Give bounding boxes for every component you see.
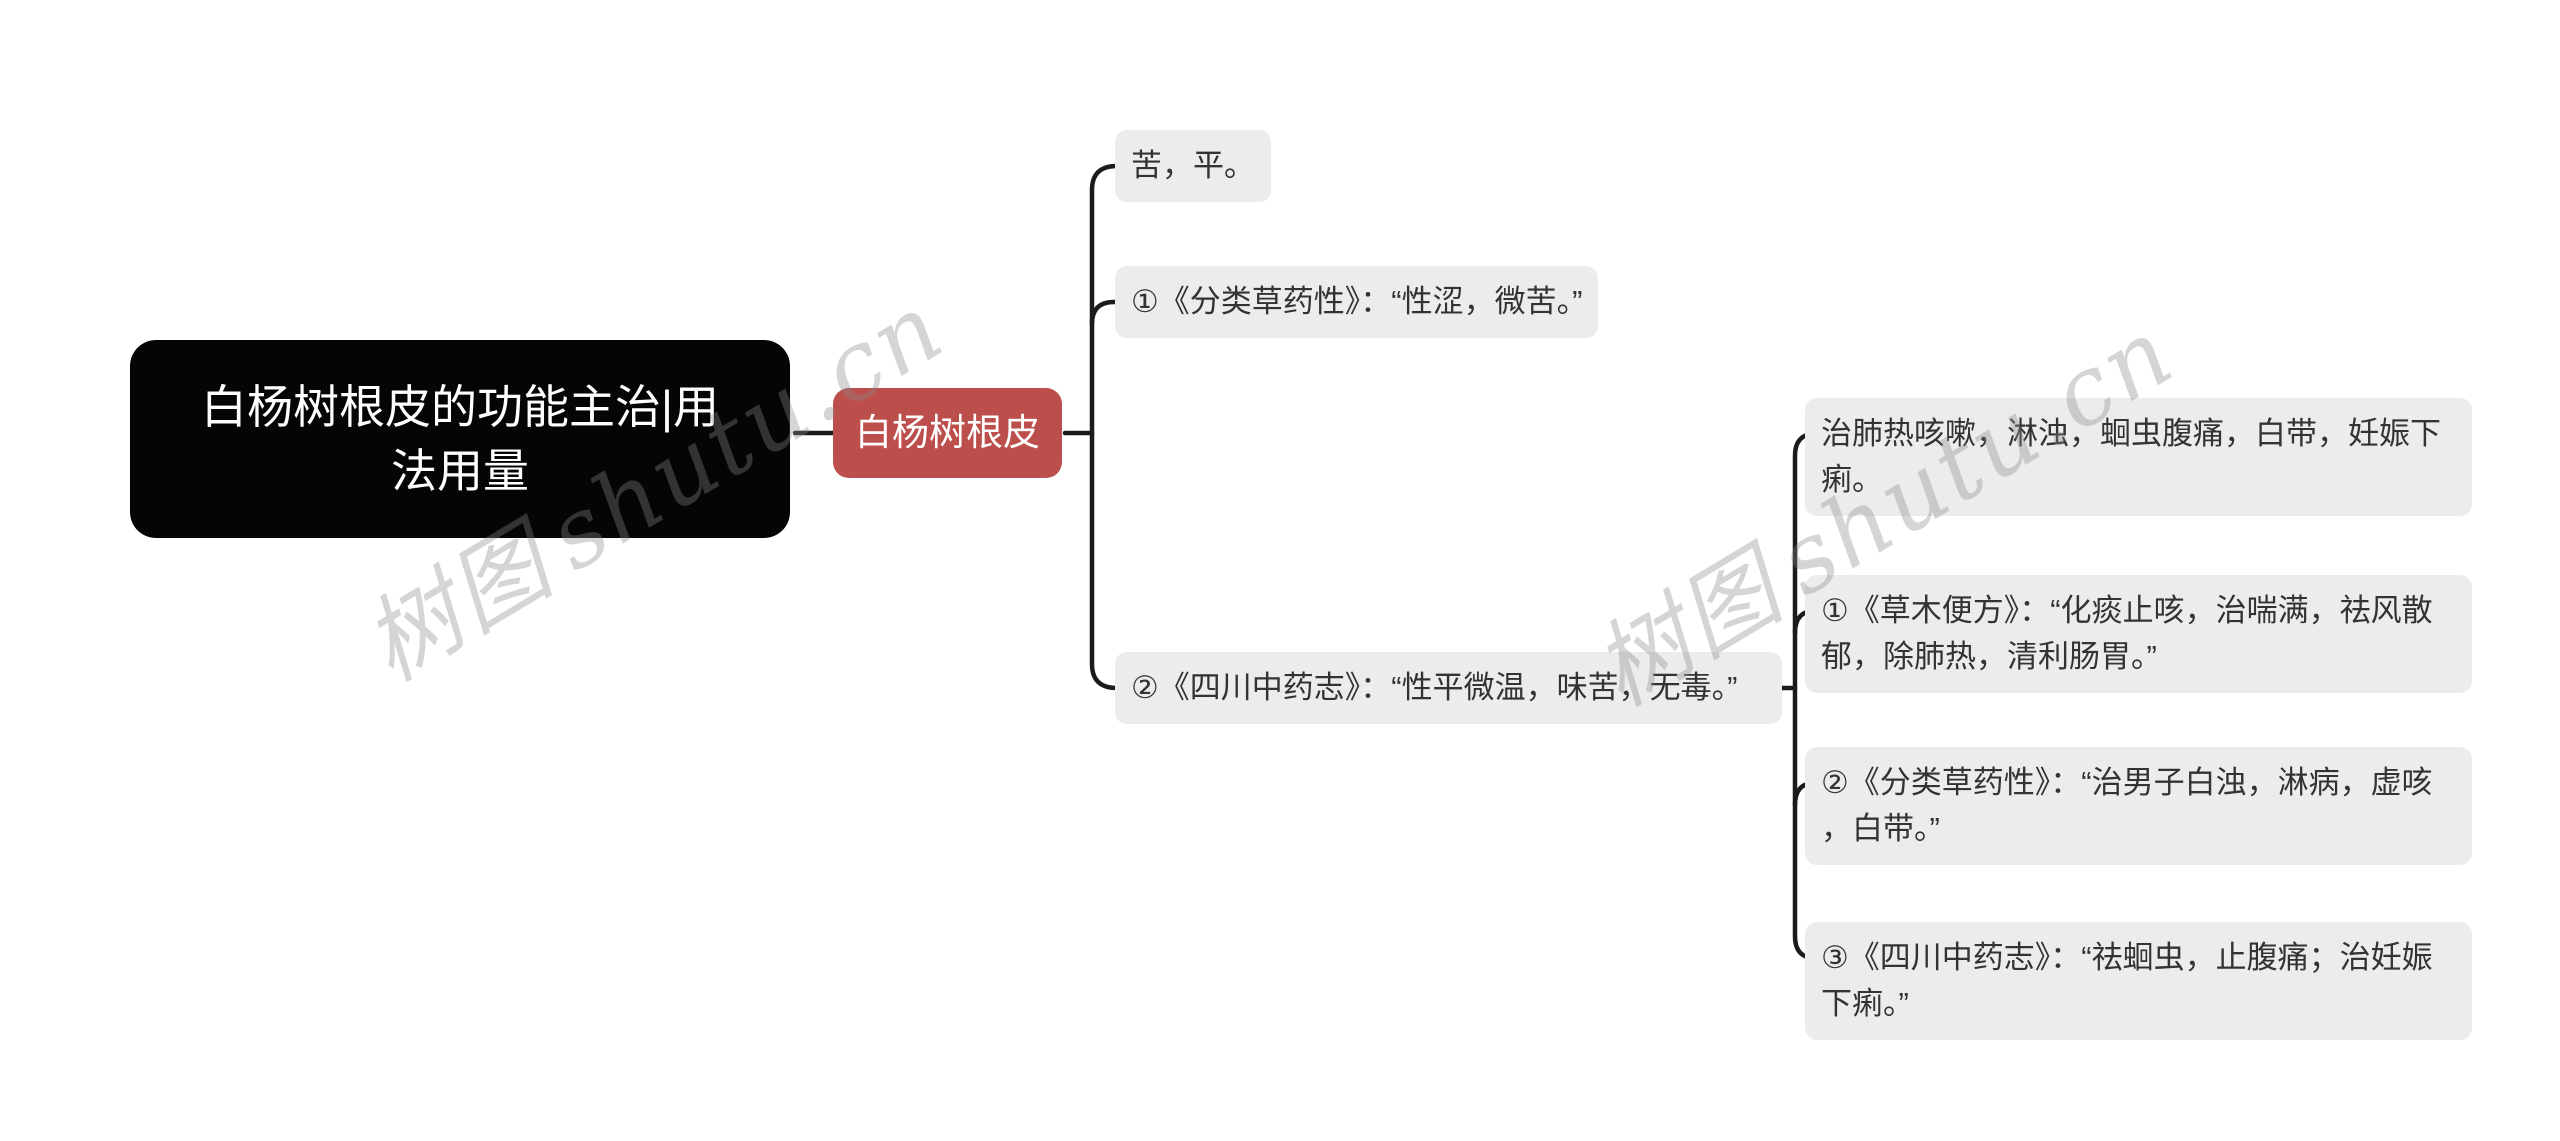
branch-node-fenlei-caoyaoxing[interactable]: ①《分类草药性》：“性涩，微苦。” — [1115, 266, 1599, 338]
branch-node-text: ①《分类草药性》：“性涩，微苦。” — [1131, 284, 1583, 319]
sub-branch-node-text: ②《分类草药性》：“治男子白浊，淋病，虚咳，白带。” — [1821, 765, 2433, 846]
sub-branch-node-text: ①《草木便方》：“化痰止咳，治喘满，祛风散郁，除肺热，清利肠胃。” — [1821, 593, 2433, 674]
title-node[interactable]: 白杨树根皮的功能主治|用法用量 — [130, 340, 790, 538]
branch-node-taste[interactable]: 苦，平。 — [1115, 130, 1271, 202]
sub-branch-node-indications[interactable]: 治肺热咳嗽，淋浊，蛔虫腹痛，白带，妊娠下痢。 — [1805, 398, 2472, 516]
sub-branch-node-text: ③《四川中药志》：“祛蛔虫，止腹痛；治妊娠下痢。” — [1821, 940, 2433, 1021]
sub-branch-node-text: 治肺热咳嗽，淋浊，蛔虫腹痛，白带，妊娠下痢。 — [1821, 416, 2441, 497]
title-node-text: 白杨树根皮的功能主治|用法用量 — [201, 381, 719, 497]
branch-node-text: 苦，平。 — [1131, 148, 1255, 183]
sub-branch-node-caomu-bianfang[interactable]: ①《草木便方》：“化痰止咳，治喘满，祛风散郁，除肺热，清利肠胃。” — [1805, 575, 2472, 693]
root-node-text: 白杨树根皮 — [855, 412, 1040, 453]
branch-node-sichuan-zhongyaozhi[interactable]: ②《四川中药志》：“性平微温，味苦，无毒。” — [1115, 652, 1782, 724]
root-node[interactable]: 白杨树根皮 — [833, 388, 1062, 478]
connector-trunk1 — [1089, 163, 1120, 691]
sub-branch-node-fenlei-caoyaoxing[interactable]: ②《分类草药性》：“治男子白浊，淋病，虚咳，白带。” — [1805, 747, 2472, 865]
branch-node-text: ②《四川中药志》：“性平微温，味苦，无毒。” — [1131, 670, 1738, 705]
connector-trunk1-branch2 — [1089, 299, 1120, 327]
sub-branch-node-sichuan-zhongyaozhi[interactable]: ③《四川中药志》：“祛蛔虫，止腹痛；治妊娠下痢。” — [1805, 922, 2472, 1040]
